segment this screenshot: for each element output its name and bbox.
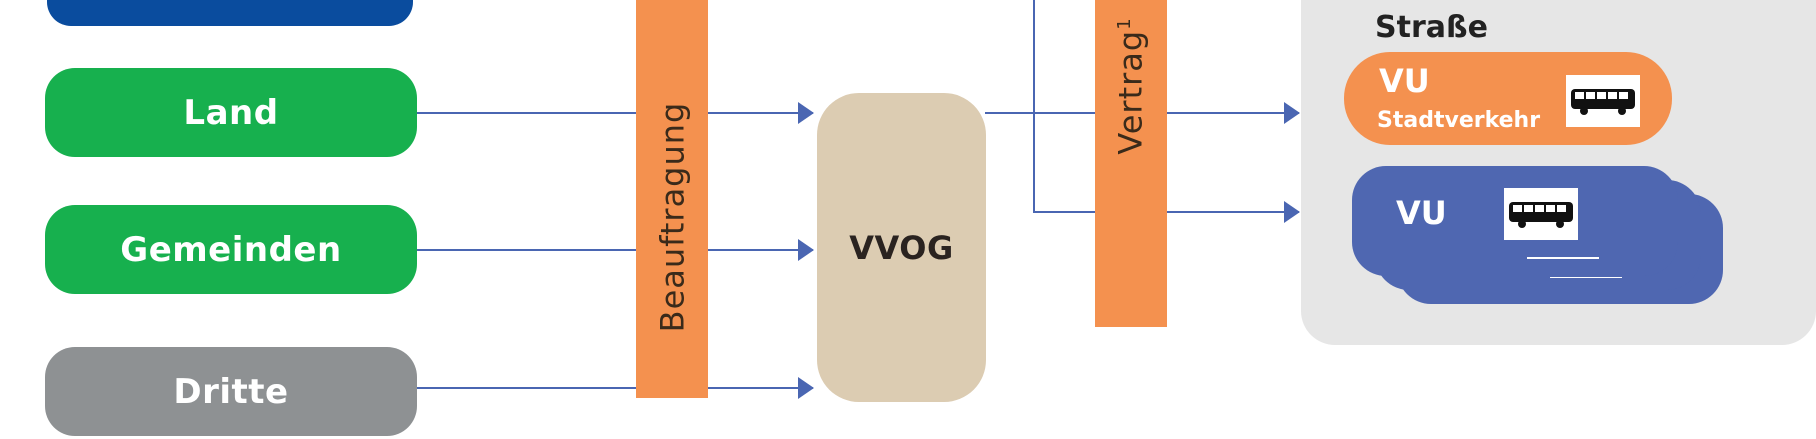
vvog-label: VVOG: [849, 228, 954, 267]
vu-stadt-sublabel: Stadtverkehr: [1377, 108, 1541, 133]
vu-regional-underline-2: [1550, 277, 1622, 278]
source-dritte-label: Dritte: [173, 371, 289, 412]
vertrag-bar: Vertrag1: [1095, 0, 1167, 327]
strasse-title: Straße: [1375, 10, 1488, 45]
top-blue-pill: [47, 0, 413, 26]
source-land-label: Land: [183, 92, 279, 133]
vertrag-label: Vertrag1: [1112, 16, 1151, 155]
vu-regional: VU: [1352, 166, 1678, 276]
source-land: Land: [45, 68, 417, 157]
vu-regional-label: VU: [1396, 194, 1447, 232]
vu-regional-underline-1: [1527, 257, 1599, 259]
beauftragung-label: Beauftragung: [653, 101, 692, 333]
source-gemeinden: Gemeinden: [45, 205, 417, 294]
beauftragung-bar: Beauftragung: [636, 0, 708, 398]
line-branch-vu-regional: [1033, 0, 1300, 223]
source-dritte: Dritte: [45, 347, 417, 436]
vu-stadtverkehr: VU Stadtverkehr: [1344, 52, 1672, 145]
bus-icon: [1566, 75, 1640, 127]
source-gemeinden-label: Gemeinden: [120, 229, 342, 270]
vvog-hub: VVOG: [817, 93, 986, 402]
vu-stadt-label: VU: [1379, 62, 1430, 100]
bus-icon: [1504, 188, 1578, 240]
